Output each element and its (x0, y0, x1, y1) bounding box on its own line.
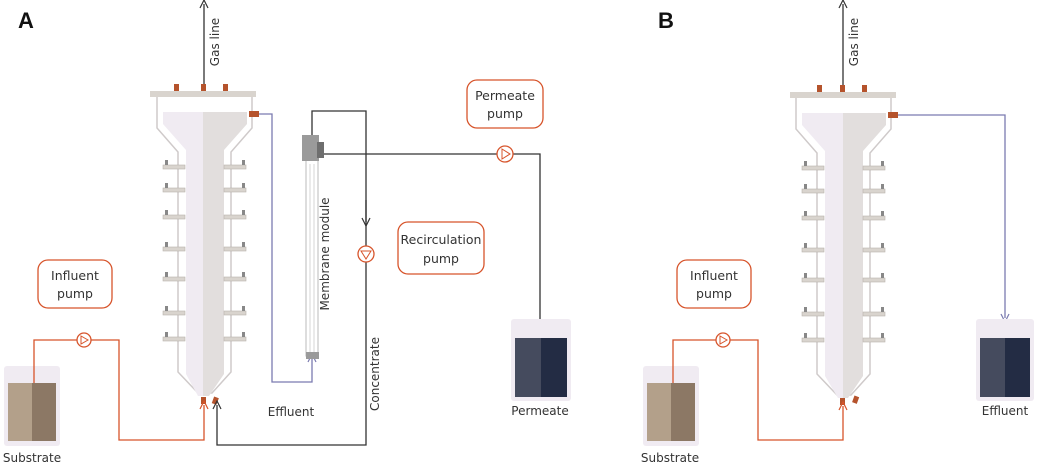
influent-pump-box-a (37, 259, 113, 309)
influent-pipe-b (672, 339, 843, 441)
panel-a: A Gas line (3, 4, 571, 465)
membrane-module-label: Membrane module (318, 197, 332, 310)
substrate-label-b: Substrate (641, 451, 699, 465)
sampling-ports-a (162, 164, 247, 342)
permeate-pump-label-line1: Permeate (475, 88, 535, 103)
recirculation-pump-label-line1: Recirculation (401, 232, 482, 247)
permeate-label: Permeate (511, 404, 568, 418)
panel-letter-b: B (658, 8, 674, 33)
effluent-vessel-b (976, 319, 1034, 401)
substrate-label-a: Substrate (3, 451, 61, 465)
panel-b: B Gas line (641, 4, 1034, 465)
effluent-pipe-a (259, 113, 312, 383)
panel-letter-a: A (18, 8, 34, 33)
substrate-vessel-b (643, 366, 699, 446)
influent-pump-b (715, 332, 731, 348)
membrane-module (302, 135, 324, 359)
influent-pipe-a (33, 339, 204, 441)
substrate-vessel-a (4, 366, 60, 446)
sampling-ports-b (801, 165, 886, 343)
recirculation-pump (357, 245, 375, 263)
gas-line-label-b: Gas line (847, 18, 861, 66)
uasb-reactor-b (790, 85, 898, 405)
influent-pump-label-line1-b: Influent (690, 268, 738, 283)
permeate-pump-label-line2: pump (487, 106, 523, 121)
effluent-pipe-b (898, 114, 1005, 318)
recirculation-pump-box (397, 221, 485, 275)
recirculation-pump-label-line2: pump (423, 251, 459, 266)
gas-line-label-a: Gas line (208, 18, 222, 66)
concentrate-pipe (217, 110, 367, 446)
uasb-reactor-a (150, 84, 259, 405)
influent-pump-box-b (676, 259, 752, 309)
permeate-pipe (324, 153, 541, 320)
effluent-label-a: Effluent (268, 405, 315, 419)
influent-pump-a (76, 332, 92, 348)
influent-pump-label-line2-a: pump (57, 286, 93, 301)
concentrate-label: Concentrate (368, 337, 382, 411)
permeate-pump-box (466, 79, 544, 129)
influent-pump-label-line2-b: pump (696, 286, 732, 301)
effluent-label-b: Effluent (982, 404, 1029, 418)
permeate-pump (496, 145, 514, 163)
permeate-vessel (511, 319, 571, 401)
influent-pump-label-line1-a: Influent (51, 268, 99, 283)
